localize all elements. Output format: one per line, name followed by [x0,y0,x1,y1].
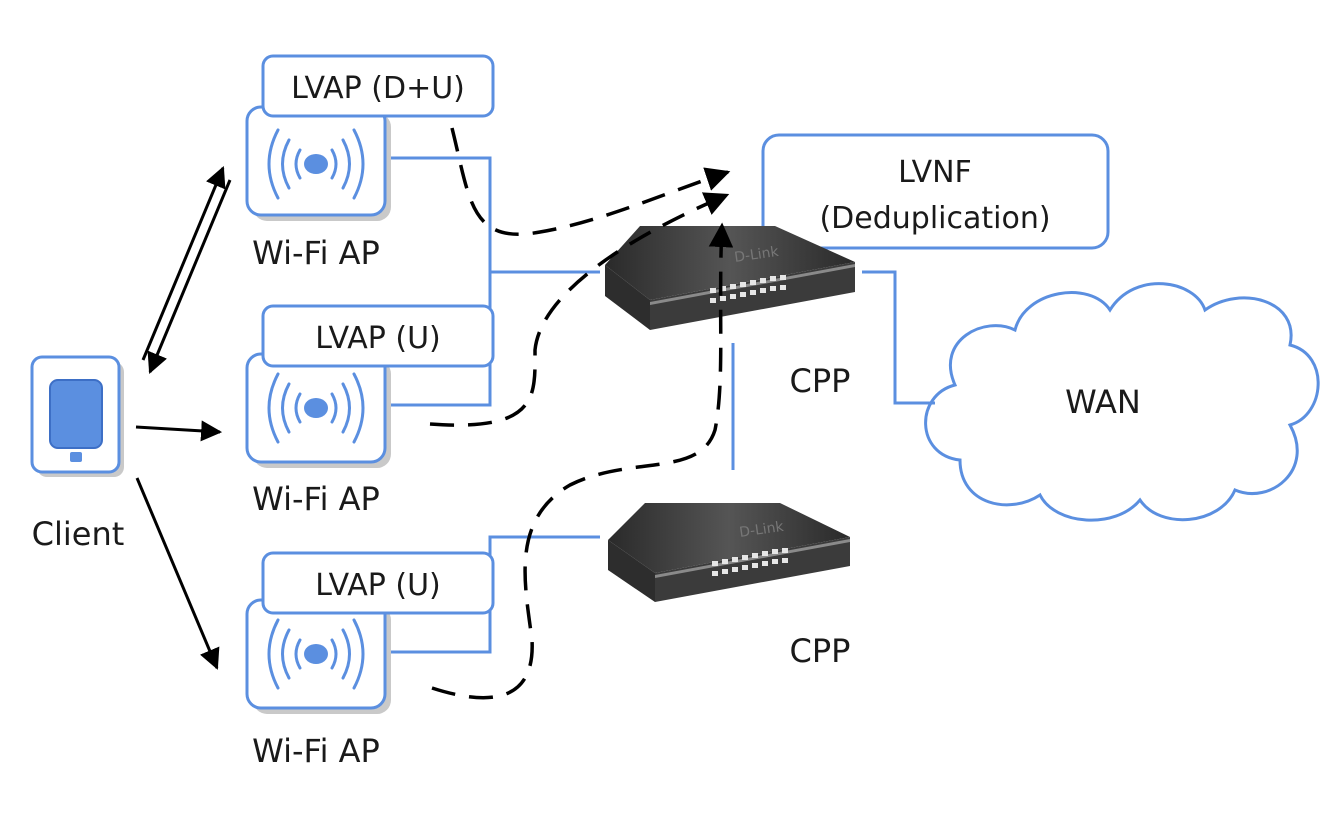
home-button-icon [70,452,82,462]
switch1-to-wan-link [862,270,935,405]
wan-label: WAN [1065,383,1141,421]
client-label: Client [32,515,125,553]
access-point-1[interactable]: LVAP (D+U) [245,54,495,221]
cpp-label-2: CPP [790,632,851,670]
client-device[interactable] [30,355,124,477]
lvnf-title: LVNF [898,155,972,190]
ap2-to-lvnf-flow [429,192,730,427]
wifi-signal-icon [267,618,365,690]
ap-label-3: Wi-Fi AP [252,732,380,770]
client-arrows [135,166,232,670]
wan-cloud: WAN [924,282,1320,522]
wifi-signal-icon [267,372,365,444]
client-to-ap3-arrow [135,477,220,670]
client-to-ap1-arrow [141,166,226,361]
access-point-2[interactable]: LVAP (U) [245,304,495,468]
lvap-label-3: LVAP (U) [315,568,441,603]
ap3-to-lvnf-flow [431,222,734,700]
lvap-box-2 [261,304,495,368]
client-to-ap2-arrow [135,420,223,442]
ap-label-1: Wi-Fi AP [252,234,380,272]
tablet-icon [49,379,103,449]
lvnf-subtitle: (Deduplication) [819,201,1050,236]
lvnf-box[interactable]: LVNF (Deduplication) [761,133,1110,250]
cpp-label-1: CPP [790,362,851,400]
lvap-label-2: LVAP (U) [315,321,441,356]
ap1-ap2-link [390,156,492,407]
lvap-label-1: LVAP (D+U) [291,71,465,106]
access-point-3[interactable]: LVAP (U) [245,551,495,714]
ap1-to-lvnf-flow [450,127,731,236]
switch-1-brand: D-Link [733,244,780,266]
ap1-to-client-arrow [147,179,232,374]
lvap-box-3 [261,551,495,615]
ap-label-2: Wi-Fi AP [252,480,380,518]
lvap-box-1 [261,54,495,118]
wifi-signal-icon [267,128,365,200]
switch-2[interactable]: D-Link [608,503,850,602]
dashed-flows [429,127,734,700]
switch-2-brand: D-Link [738,519,785,541]
switch-1[interactable]: D-Link [605,226,855,330]
